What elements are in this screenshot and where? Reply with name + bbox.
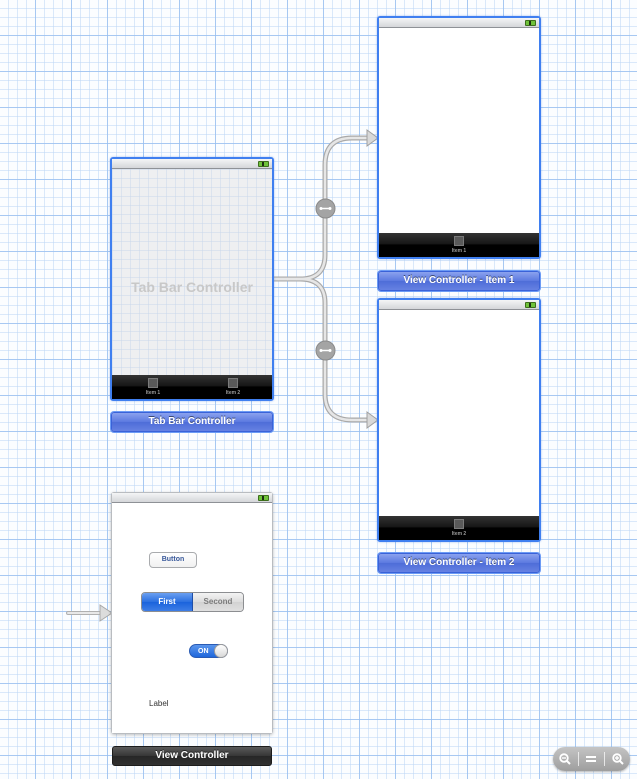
scene-dock-view-controller[interactable]: View Controller — [112, 746, 272, 766]
scene-content: Tab Bar Controller — [112, 169, 272, 399]
equals-icon — [586, 756, 597, 762]
battery-icon — [525, 302, 536, 308]
tab-placeholder-icon — [454, 236, 464, 246]
tab-bar-item-2[interactable]: Item 2 — [213, 378, 253, 396]
round-rect-button[interactable]: Button — [149, 552, 197, 568]
divider — [577, 752, 579, 766]
scene-content — [379, 310, 539, 540]
scene-dock-view-controller-item2[interactable]: View Controller - Item 2 — [378, 553, 540, 573]
initial-arrowhead — [99, 604, 113, 622]
tab-label: Item 2 — [225, 390, 241, 396]
tab-bar: Item 1 Item 2 — [112, 375, 272, 399]
zoom-in-icon — [612, 753, 624, 765]
tab-placeholder-icon — [228, 378, 238, 388]
segment-second[interactable]: Second — [193, 593, 243, 611]
scene-tab-bar-controller[interactable]: Tab Bar Controller Item 1 Item 2 — [110, 157, 274, 401]
status-bar — [112, 493, 272, 503]
battery-icon — [525, 20, 536, 26]
battery-icon — [258, 495, 269, 501]
tab-placeholder-icon — [148, 378, 158, 388]
tab-label: Item 2 — [451, 531, 467, 537]
scene-view-controller-item1[interactable]: Item 1 — [377, 16, 541, 259]
scene-content — [379, 28, 539, 257]
scene-content: Button First Second ON Label — [112, 503, 272, 733]
scene-view-controller[interactable]: Button First Second ON Label — [111, 492, 273, 734]
canvas-zoom-controls — [553, 747, 630, 771]
actual-size-button[interactable] — [580, 749, 602, 769]
tab-label: Item 1 — [451, 248, 467, 254]
status-bar — [379, 18, 539, 28]
segmented-control[interactable]: First Second — [141, 592, 244, 612]
battery-icon — [258, 161, 269, 167]
segue-badge-item1[interactable] — [315, 198, 336, 219]
tab-bar-item-1[interactable]: Item 1 — [133, 378, 173, 396]
zoom-out-icon — [559, 753, 571, 765]
tab-bar-item[interactable]: Item 1 — [439, 236, 479, 254]
tab-label: Item 1 — [145, 390, 161, 396]
toggle-switch[interactable]: ON — [189, 644, 228, 658]
tab-bar-item[interactable]: Item 2 — [439, 519, 479, 537]
zoom-out-button[interactable] — [554, 749, 576, 769]
segue-arrowhead-item1 — [366, 129, 379, 147]
status-bar — [112, 159, 272, 169]
segue-arrowhead-item2 — [366, 411, 379, 429]
scene-placeholder-title: Tab Bar Controller — [131, 279, 253, 295]
scene-view-controller-item2[interactable]: Item 2 — [377, 298, 541, 542]
text-label[interactable]: Label — [149, 699, 169, 708]
tab-bar: Item 2 — [379, 516, 539, 540]
tab-placeholder-icon — [454, 519, 464, 529]
tab-bar: Item 1 — [379, 233, 539, 257]
scene-dock-view-controller-item1[interactable]: View Controller - Item 1 — [378, 271, 540, 291]
switch-state-label: ON — [198, 648, 209, 655]
switch-knob — [214, 644, 228, 658]
zoom-in-button[interactable] — [607, 749, 629, 769]
segment-first[interactable]: First — [142, 593, 193, 611]
segue-badge-item2[interactable] — [315, 340, 336, 361]
status-bar — [379, 300, 539, 310]
scene-dock-tab-bar-controller[interactable]: Tab Bar Controller — [111, 412, 273, 432]
divider — [604, 752, 606, 766]
